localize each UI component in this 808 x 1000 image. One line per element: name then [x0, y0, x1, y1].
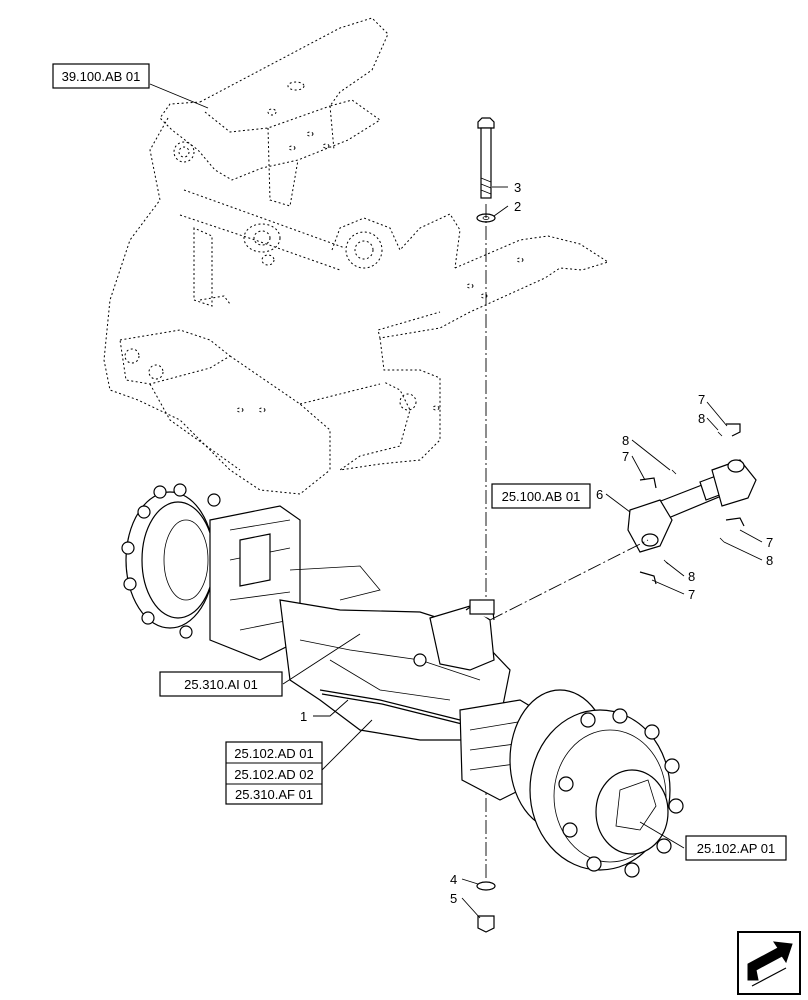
nut-5: [477, 915, 495, 933]
axle-assembly: [121, 483, 684, 878]
ref-axle-group-3: 25.310.AF 01: [235, 787, 313, 802]
ref-axle-group-2: 25.102.AD 02: [234, 767, 314, 782]
callout-6: 6: [596, 487, 603, 502]
callout-8: 8: [688, 569, 695, 584]
callout-1: 1: [300, 709, 307, 724]
callout-7: 7: [698, 392, 705, 407]
callout-8: 8: [698, 411, 705, 426]
ref-driveshaft[interactable]: 25.100.AB 01: [491, 483, 591, 509]
driveshaft-assembly: [627, 423, 757, 585]
callout-3: 3: [514, 180, 521, 195]
callout-4: 4: [450, 872, 457, 887]
ref-frame[interactable]: 39.100.AB 01: [52, 63, 150, 89]
ref-axle-group-1: 25.102.AD 01: [234, 746, 314, 761]
ref-hub[interactable]: 25.102.AP 01: [685, 835, 787, 861]
callout-7: 7: [688, 587, 695, 602]
callout-7: 7: [622, 449, 629, 464]
leader-lines: [149, 83, 763, 919]
frame-assembly: [103, 17, 610, 495]
callout-7: 7: [766, 535, 773, 550]
callout-5: 5: [450, 891, 457, 906]
ref-frame-label: 39.100.AB 01: [62, 69, 141, 84]
callouts: 3 2 1 4 5 6 7 8 8 7 7 8 8 7: [300, 180, 773, 906]
callout-8: 8: [766, 553, 773, 568]
callout-8: 8: [622, 433, 629, 448]
ref-axle-label[interactable]: 25.310.AI 01: [159, 671, 283, 697]
ref-axle-label-text: 25.310.AI 01: [184, 677, 258, 692]
next-page-arrow-icon[interactable]: [737, 931, 801, 995]
callout-2: 2: [514, 199, 521, 214]
bolt-3: [477, 117, 495, 199]
ref-driveshaft-label: 25.100.AB 01: [502, 489, 581, 504]
washer-4: [476, 881, 496, 891]
ref-axle-group[interactable]: 25.102.AD 01 25.102.AD 02 25.310.AF 01: [225, 741, 323, 805]
ref-hub-label: 25.102.AP 01: [697, 841, 776, 856]
